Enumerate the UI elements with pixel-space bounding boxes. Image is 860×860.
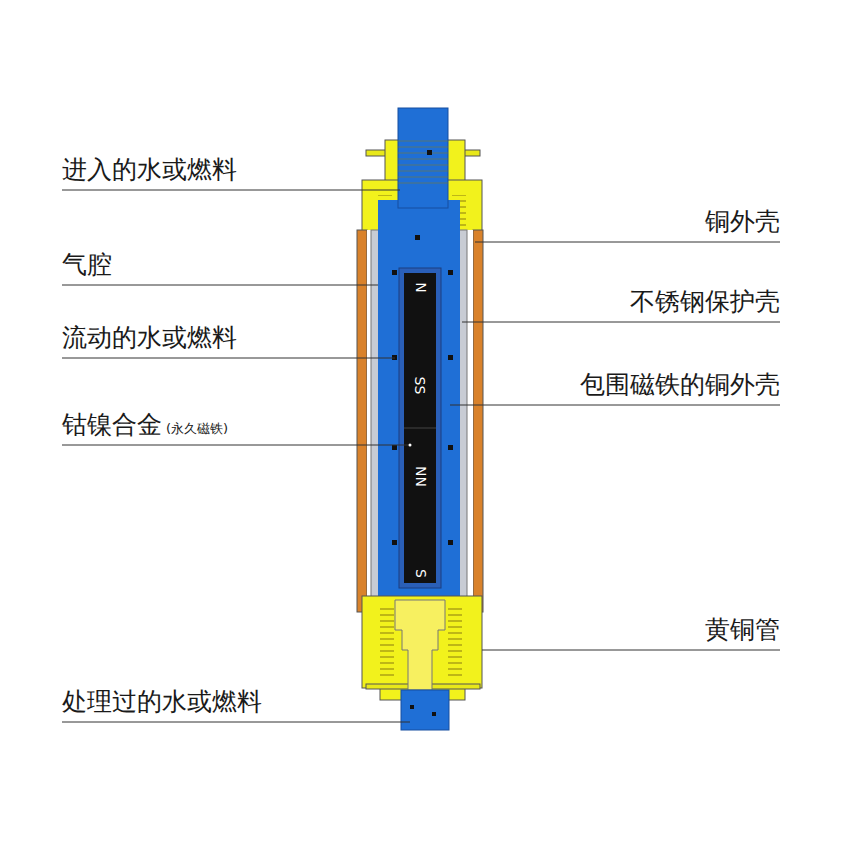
pole-label: N [412,282,429,292]
copper-shell-left [357,230,367,612]
cobalt-nickel-magnet [404,273,436,583]
pole-label: S [412,569,429,578]
pole-label: SS [412,376,429,394]
part-label: 进入的水或燃料 [62,155,237,185]
copper-shell-right [473,230,483,612]
leader-lines [62,190,780,722]
water-flow [378,200,460,600]
part-label: 气腔 [62,250,112,280]
part-label: 包围磁铁的铜外壳 [580,370,780,400]
part-label: 黄铜管 [705,615,780,645]
part-label: 不锈钢保护壳 [630,287,780,317]
note-label: (永久磁铁) [166,421,228,437]
pole-label: NN [412,466,429,487]
inlet-pipe [398,108,448,208]
part-label: 铜外壳 [705,207,780,237]
part-label: 流动的水或燃料 [62,323,237,353]
magnet-copper-shell [399,268,441,588]
part-label: 处理过的水或燃料 [62,687,262,717]
part-label: 钴镍合金 [62,410,162,440]
bottom-brass-cap [362,596,482,700]
outlet-pipe [401,690,449,730]
